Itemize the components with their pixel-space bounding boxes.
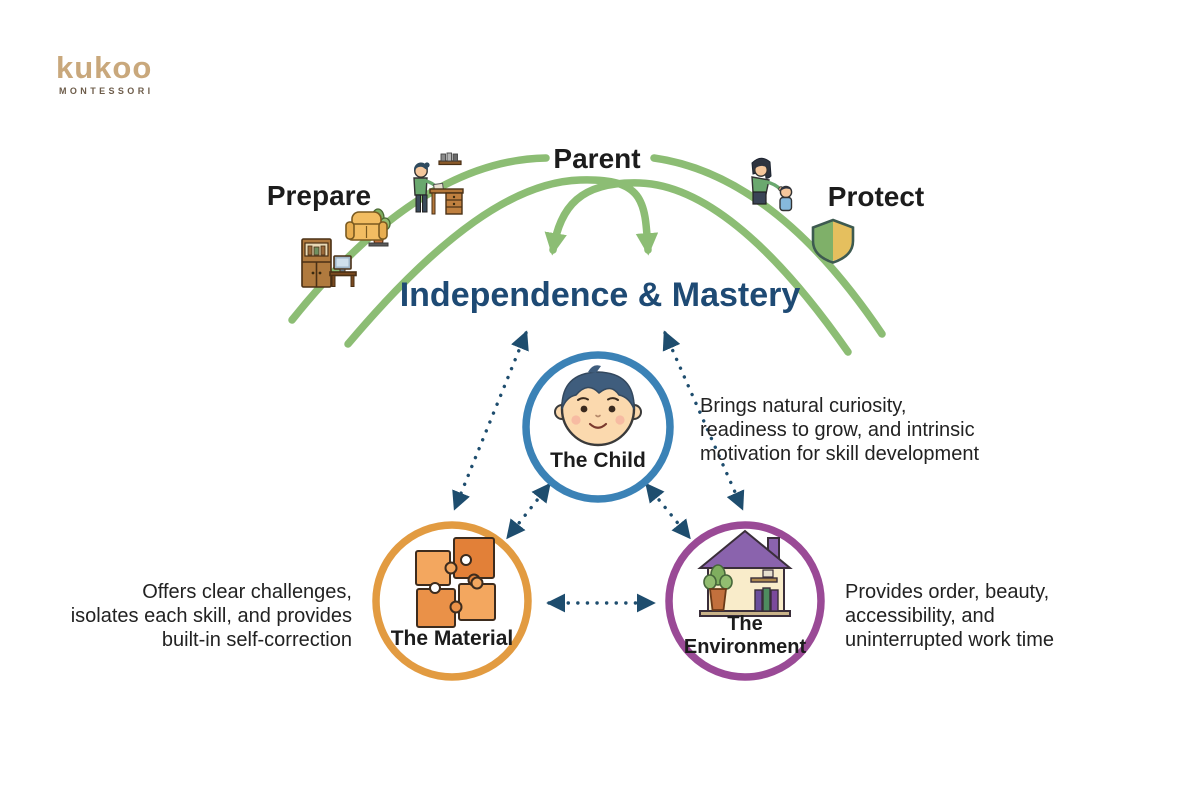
material-desc-line3: built-in self-correction — [161, 629, 352, 651]
material-description: Offers clear challenges, isolates each s… — [40, 580, 352, 652]
house-icon — [697, 529, 793, 617]
environment-desc-line1: Provides order, beauty, — [845, 581, 1050, 603]
environment-description: Provides order, beauty, accessibility, a… — [845, 580, 1135, 652]
child-description: Brings natural curiosity, readiness to g… — [700, 394, 1010, 466]
environment-label-line2: Environment — [683, 636, 807, 658]
child-node-label: The Child — [550, 449, 646, 472]
armchair-plant-icon — [345, 208, 391, 247]
child-face-icon — [554, 365, 642, 447]
connector-child-material — [506, 482, 551, 540]
child-desc-line2: readiness to grow, and intrinsic — [700, 419, 975, 441]
inner-arc-right-arrow — [544, 179, 852, 356]
material-desc-line2: isolates each skill, and provides — [70, 605, 352, 627]
connector-title-environment — [662, 330, 745, 511]
protect-label: Protect — [827, 181, 925, 212]
child-desc-line3: motivation for skill development — [700, 443, 980, 465]
connector-title-material — [452, 330, 529, 511]
environment-desc-line2: accessibility, and — [845, 605, 995, 627]
environment-label-line1: The — [727, 613, 763, 635]
outer-arc-right — [650, 154, 886, 338]
material-desc-line1: Offers clear challenges, — [142, 581, 352, 603]
shield-icon — [811, 218, 855, 264]
diagram-title: Independence & Mastery — [399, 276, 801, 314]
environment-node-label: The Environment — [665, 613, 825, 659]
puzzle-icon — [415, 537, 496, 628]
inner-arc-left-arrow — [344, 176, 659, 348]
brand-logo: kukoo — [56, 50, 153, 85]
prepare-label: Prepare — [266, 180, 372, 211]
brand-logo-subtitle: MONTESSORI — [59, 86, 154, 96]
material-node-label: The Material — [390, 627, 514, 650]
dotted-connectors — [452, 330, 745, 613]
child-desc-line1: Brings natural curiosity, — [700, 395, 907, 417]
environment-desc-line3: uninterrupted work time — [845, 629, 1054, 651]
cabinet-computer-icon — [301, 238, 357, 288]
connector-child-environment — [645, 482, 691, 540]
parent-label: Parent — [553, 143, 641, 174]
person-at-desk-icon — [413, 152, 464, 215]
parent-helping-child-icon — [751, 157, 793, 212]
